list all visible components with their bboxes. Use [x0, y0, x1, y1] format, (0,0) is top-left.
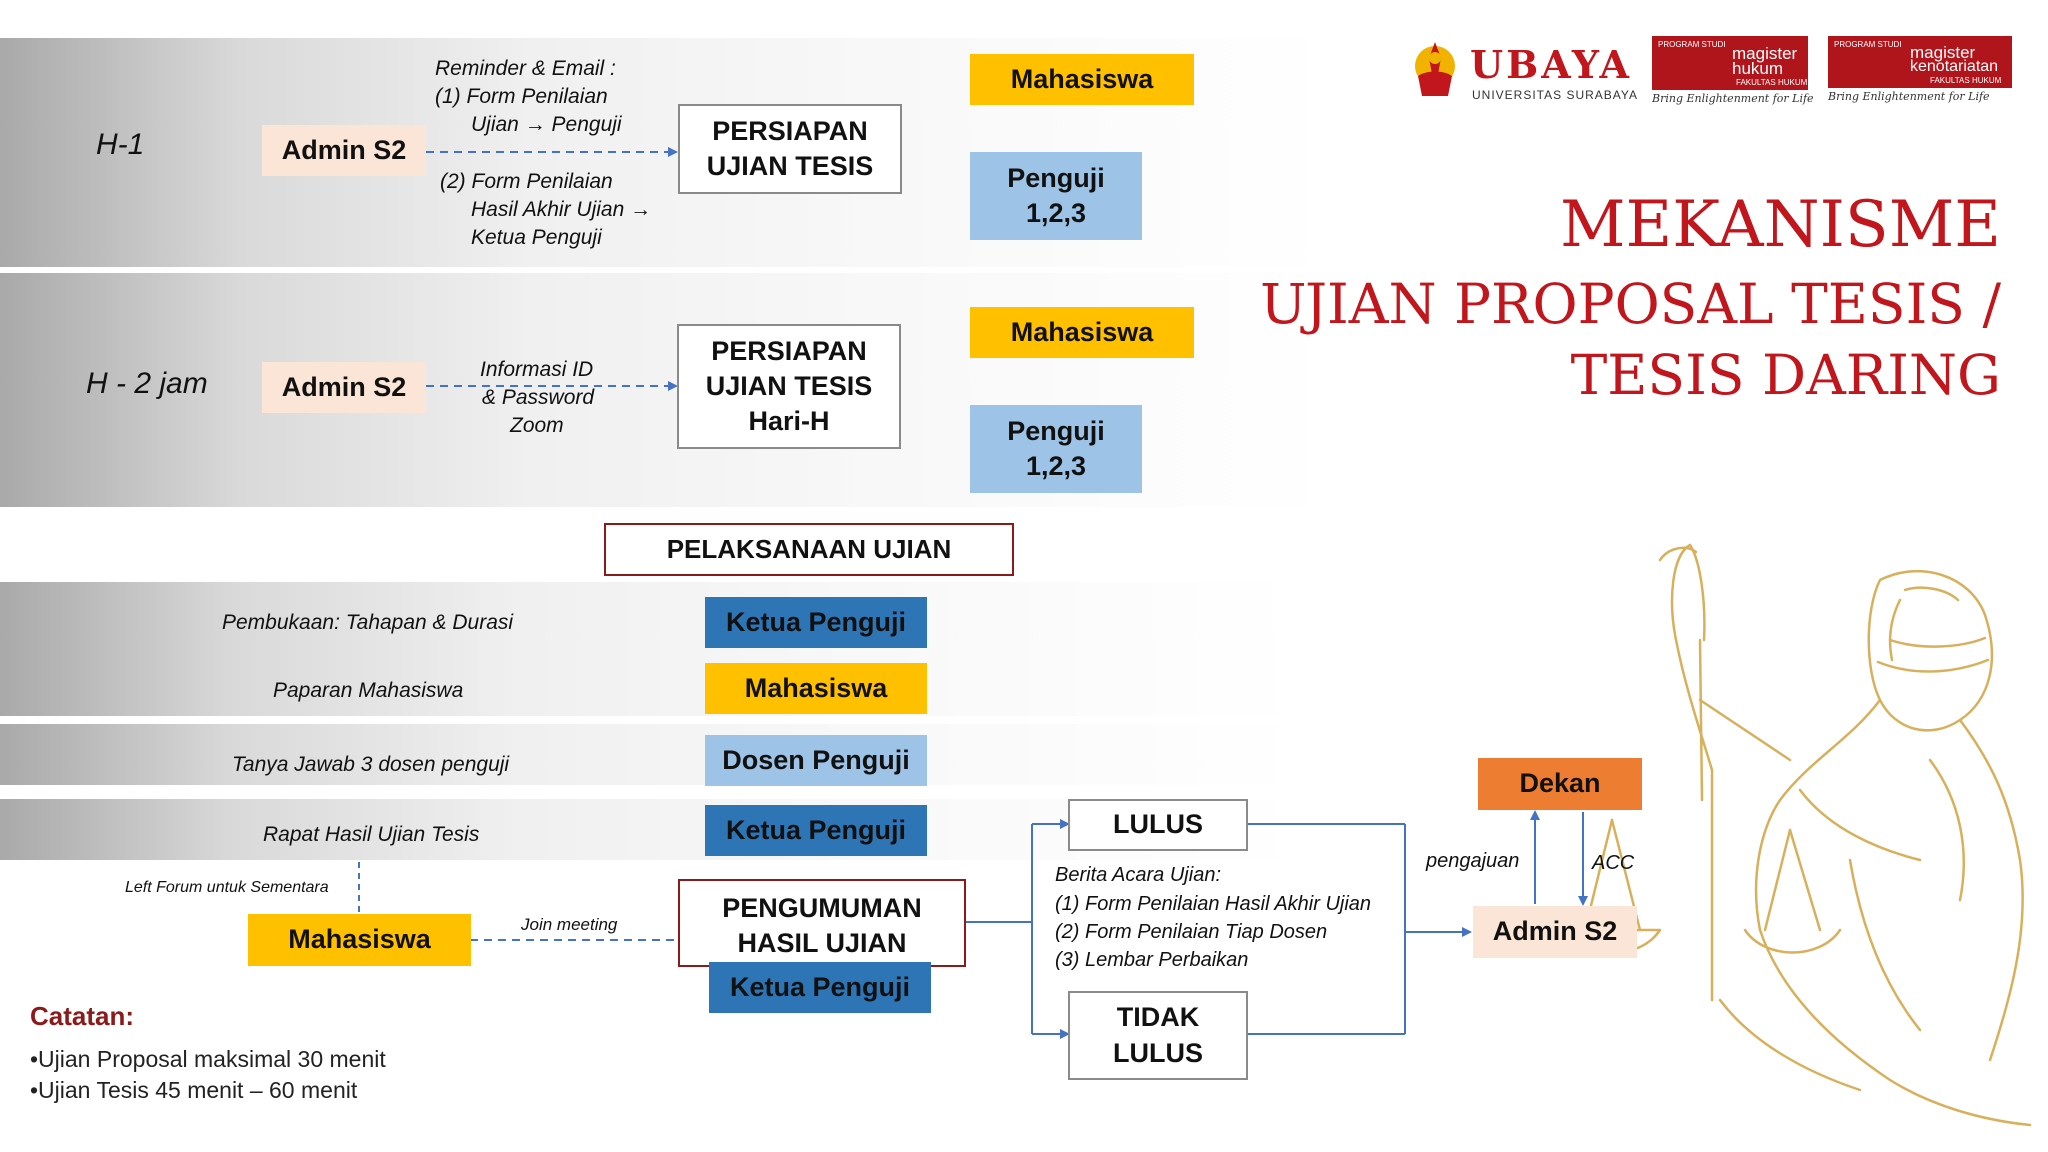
step-3-text: Tanya Jawab 3 dosen penguji — [232, 753, 509, 777]
persiapan-h-line-1: PERSIAPAN — [711, 334, 867, 369]
tidak-lulus-line-2: LULUS — [1113, 1036, 1203, 1071]
hukum-program-label: PROGRAM STUDI — [1658, 40, 1726, 49]
penguji-2-line-1: Penguji — [1007, 414, 1105, 449]
persiapan-line-1: PERSIAPAN — [712, 114, 868, 149]
acc-label: ACC — [1592, 852, 1634, 875]
berita-acara-item-2: (2) Form Penilaian Tiap Dosen — [1055, 921, 1327, 944]
info-line-3: Zoom — [510, 414, 564, 438]
step-1-text: Pembukaan: Tahapan & Durasi — [222, 611, 513, 635]
reminder-item-1b: Ujian → Penguji — [471, 113, 622, 137]
berita-acara-item-3: (3) Lembar Perbaikan — [1055, 949, 1248, 972]
info-line-1: Informasi ID — [480, 358, 593, 382]
pengajuan-label: pengajuan — [1426, 850, 1519, 873]
pengumuman-box: PENGUMUMAN HASIL UJIAN — [678, 879, 966, 967]
title-line-2: UJIAN PROPOSAL TESIS / — [1260, 272, 2001, 336]
mahasiswa-bottom-box: Mahasiswa — [248, 914, 471, 966]
catatan-item-1: •Ujian Proposal maksimal 30 menit — [30, 1046, 386, 1073]
reminder-item-2b: Hasil Akhir Ujian → — [471, 198, 651, 222]
info-line-2: & Password — [482, 386, 594, 410]
mahasiswa-box: Mahasiswa — [970, 54, 1194, 105]
hukum-faculty: FAKULTAS HUKUM — [1736, 78, 1807, 87]
join-meeting-label: Join meeting — [521, 915, 617, 935]
kenot-tagline: Bring Enlightenment for Life — [1828, 90, 1990, 103]
hukum-tagline: Bring Enlightenment for Life — [1652, 92, 1814, 105]
ubaya-name: UBAYA — [1470, 42, 1632, 87]
magister-hukum-logo: PROGRAM STUDI magister hukum FAKULTAS HU… — [1652, 36, 1808, 90]
step-3-actor: Dosen Penguji — [705, 735, 927, 786]
ubaya-logo: UBAYA UNIVERSITAS SURABAYA — [1408, 36, 1633, 108]
tidak-lulus-box: TIDAK LULUS — [1068, 991, 1248, 1080]
reminder-item-2a: (2) Form Penilaian — [440, 170, 613, 194]
pengumuman-line-1: PENGUMUMAN — [722, 891, 922, 926]
ubaya-subtitle: UNIVERSITAS SURABAYA — [1472, 88, 1638, 102]
tidak-lulus-line-1: TIDAK — [1117, 1000, 1200, 1035]
penguji-line-2: 1,2,3 — [1026, 196, 1086, 231]
admin-s2-bottom-box: Admin S2 — [1473, 906, 1637, 958]
stage-label-h1: H-1 — [96, 128, 144, 162]
admin-s2-box-2: Admin S2 — [262, 362, 426, 413]
kenot-program-label: PROGRAM STUDI — [1834, 40, 1902, 49]
title-line-3: TESIS DARING — [1571, 343, 2001, 407]
berita-acara-item-1: (1) Form Penilaian Hasil Akhir Ujian — [1055, 893, 1371, 916]
step-2-actor: Mahasiswa — [705, 663, 927, 714]
persiapan-ujian-box: PERSIAPAN UJIAN TESIS — [678, 104, 902, 194]
lulus-box: LULUS — [1068, 799, 1248, 851]
step-2-text: Paparan Mahasiswa — [273, 679, 463, 703]
step-1-actor: Ketua Penguji — [705, 597, 927, 648]
pengumuman-line-2: HASIL UJIAN — [737, 926, 906, 961]
persiapan-line-2: UJIAN TESIS — [707, 149, 874, 184]
magister-kenotariatan-logo: PROGRAM STUDI magister kenotariatan FAKU… — [1828, 36, 2012, 88]
reminder-item-2c: Ketua Penguji — [471, 226, 602, 250]
penguji-line-1: Penguji — [1007, 161, 1105, 196]
kenot-faculty: FAKULTAS HUKUM — [1930, 76, 2001, 85]
penguji-2-line-2: 1,2,3 — [1026, 449, 1086, 484]
ubaya-emblem-icon — [1408, 36, 1462, 106]
reminder-item-1a: (1) Form Penilaian — [435, 85, 608, 109]
catatan-title: Catatan: — [30, 1001, 134, 1032]
hukum-name-2: hukum — [1732, 59, 1783, 79]
pelaksanaan-title: PELAKSANAAN UJIAN — [604, 523, 1014, 576]
admin-s2-box: Admin S2 — [262, 125, 426, 176]
persiapan-h-line-3: Hari-H — [748, 404, 829, 439]
step-4-text: Rapat Hasil Ujian Tesis — [263, 823, 479, 847]
title-line-1: MEKANISME — [1560, 188, 2001, 262]
step-4-actor: Ketua Penguji — [705, 805, 927, 856]
dekan-box: Dekan — [1478, 758, 1642, 810]
persiapan-h-line-2: UJIAN TESIS — [706, 369, 873, 404]
ketua-penguji-bottom: Ketua Penguji — [709, 962, 931, 1013]
catatan-item-2: •Ujian Tesis 45 menit – 60 menit — [30, 1077, 357, 1104]
persiapan-hari-h-box: PERSIAPAN UJIAN TESIS Hari-H — [677, 324, 901, 449]
penguji-box-2: Penguji 1,2,3 — [970, 405, 1142, 493]
stage-label-h2jam: H - 2 jam — [86, 367, 208, 401]
berita-acara-heading: Berita Acara Ujian: — [1055, 864, 1221, 887]
reminder-heading: Reminder & Email : — [435, 57, 616, 81]
left-forum-label: Left Forum untuk Sementara — [125, 879, 329, 897]
mahasiswa-box-2: Mahasiswa — [970, 307, 1194, 358]
kenot-name-2: kenotariatan — [1910, 58, 1998, 76]
penguji-box: Penguji 1,2,3 — [970, 152, 1142, 240]
